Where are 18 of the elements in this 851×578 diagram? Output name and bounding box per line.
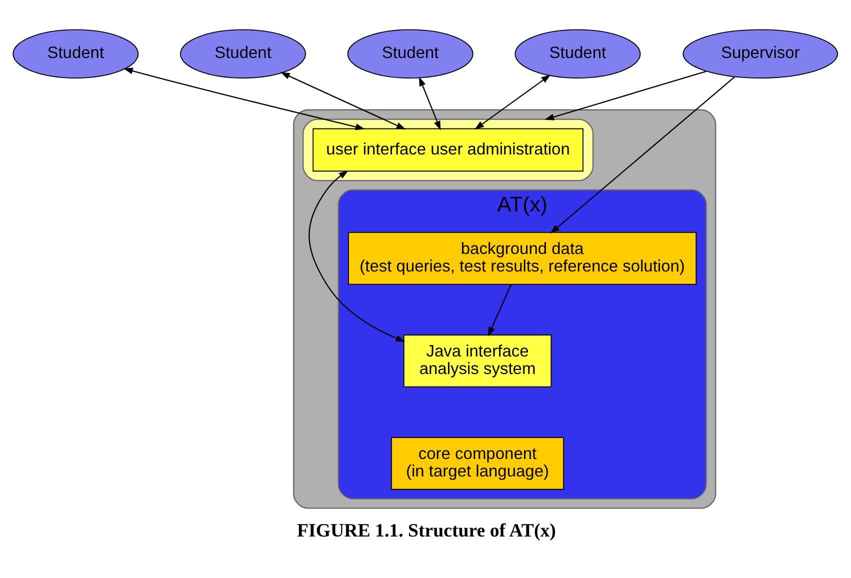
arrow — [474, 74, 551, 130]
arrow — [488, 284, 512, 337]
arrow — [544, 70, 706, 120]
node-box: core component (in target language) — [391, 437, 564, 490]
arrow — [419, 76, 441, 130]
node-ellipse: Student — [347, 29, 474, 79]
node-box: user interface user administration — [312, 128, 584, 172]
node-box: background data (test queries, test results, reference solution) — [348, 232, 697, 285]
node-box: Java interface analysis system — [403, 334, 552, 388]
caption: FIGURE 1.1. Structure of AT(x) — [297, 520, 556, 542]
arrow — [308, 170, 406, 342]
node-ellipse: Student — [12, 29, 139, 79]
arrow — [123, 68, 365, 130]
node-ellipse: Supervisor — [682, 29, 838, 79]
arrow — [280, 72, 406, 130]
cluster — [293, 109, 716, 509]
node-ellipse: Student — [514, 29, 641, 79]
arrow — [550, 76, 735, 234]
